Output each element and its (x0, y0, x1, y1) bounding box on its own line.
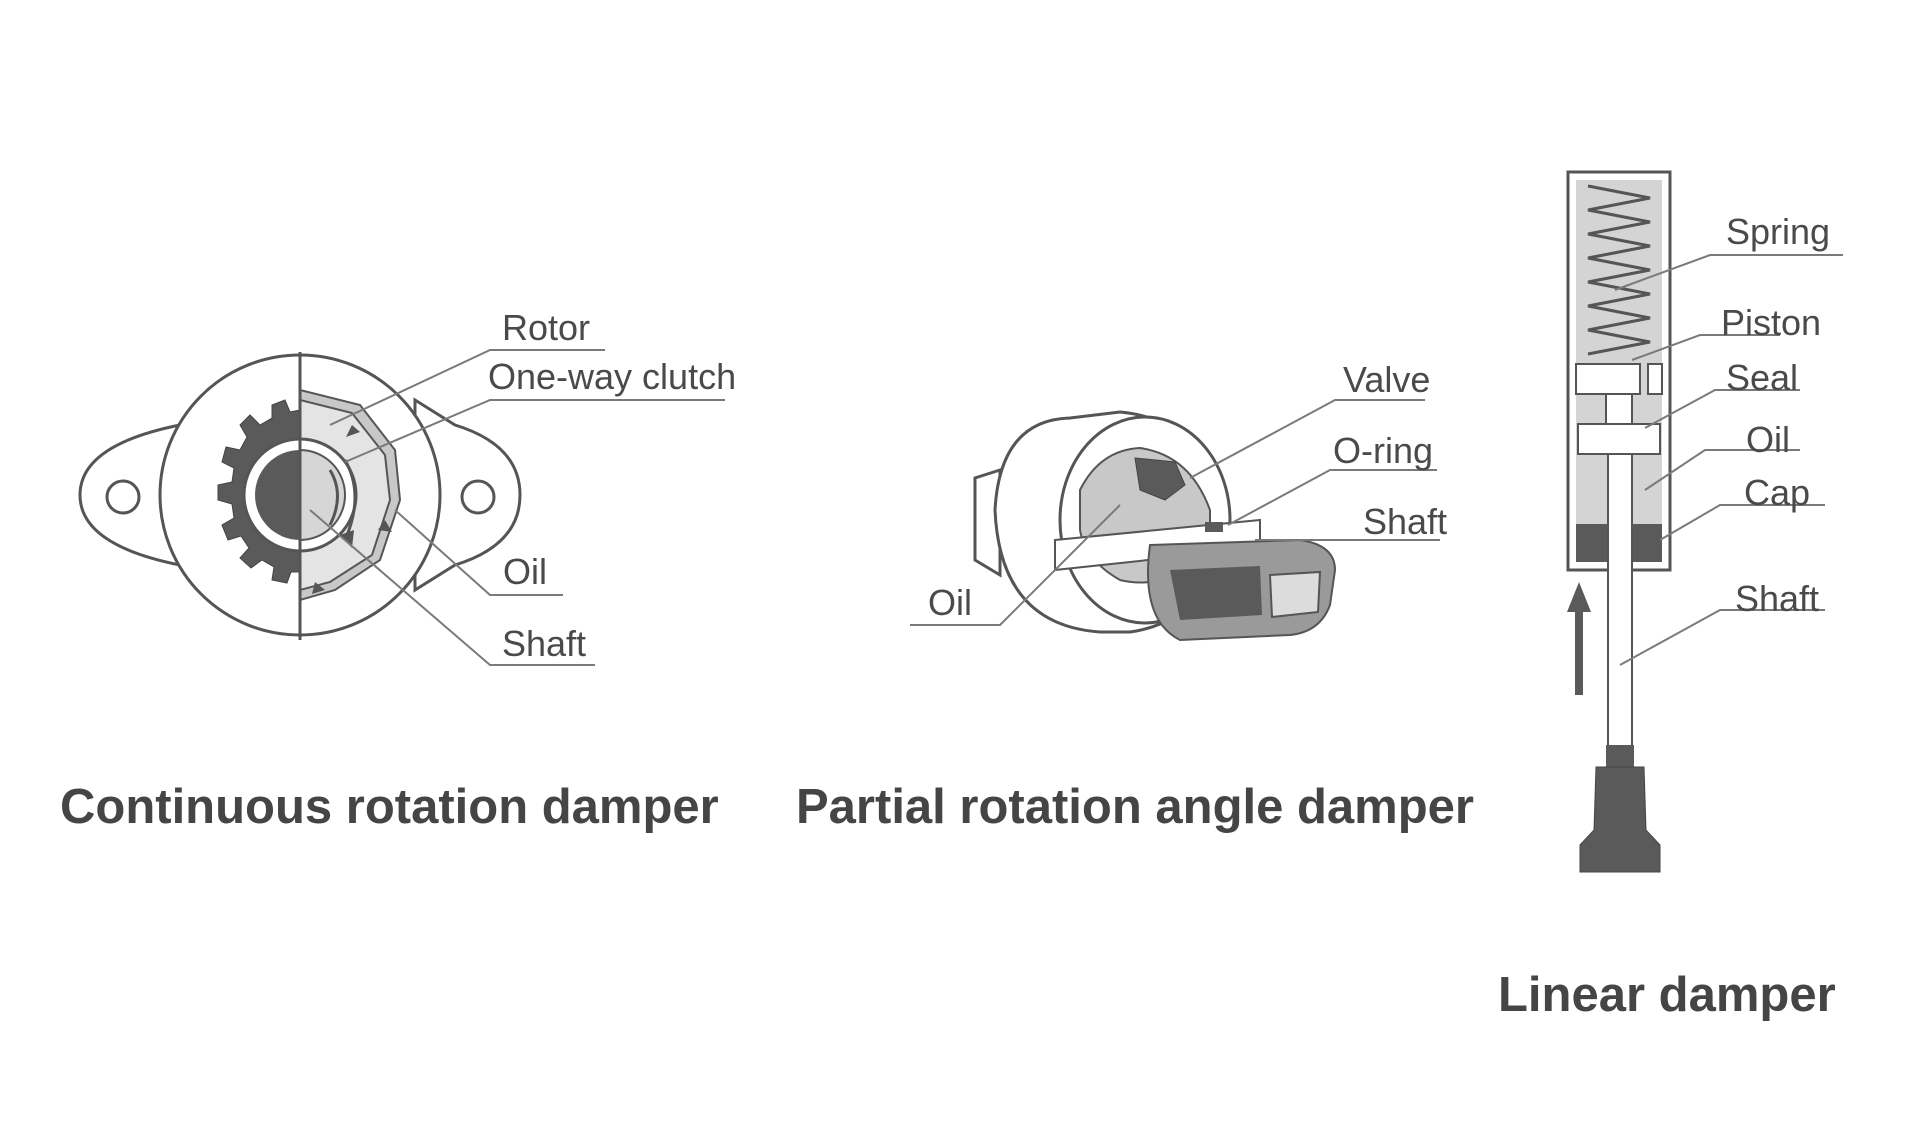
label-oil: Oil (503, 551, 547, 592)
shaft-dark-band (1170, 566, 1262, 620)
label-cap: Cap (1744, 472, 1810, 513)
label-rotor: Rotor (502, 307, 590, 348)
hub-dark (255, 450, 300, 540)
label-seal: Seal (1726, 357, 1798, 398)
shaft-foot (1579, 766, 1661, 873)
spring-coils (1587, 184, 1651, 356)
label-piston: Piston (1721, 302, 1821, 343)
push-arrow-icon (1567, 582, 1591, 695)
piston (1575, 363, 1641, 395)
label-oil-linear: Oil (1746, 419, 1790, 460)
label-shaft-linear: Shaft (1735, 578, 1819, 619)
label-oil-partial: Oil (928, 582, 972, 623)
label-shaft: Shaft (502, 623, 586, 664)
mount-hole-left (105, 479, 141, 515)
caption-partial-rotation-angle-damper: Partial rotation angle damper (796, 780, 1474, 834)
linear-damper: Spring Piston Seal Oil Cap Shaft Linear … (1498, 170, 1843, 1022)
continuous-rotation-damper: Rotor One-way clutch Oil Shaft Continuou… (60, 307, 736, 834)
mount-hole-right (460, 479, 496, 515)
rotation-arrow-icon-2 (343, 459, 357, 541)
caption-linear-damper: Linear damper (1498, 968, 1836, 1022)
label-valve: Valve (1343, 359, 1430, 400)
label-o-ring: O-ring (1333, 430, 1433, 471)
partial-rotation-damper: Valve O-ring Shaft Oil Partial rotation … (796, 359, 1474, 834)
linear-shaft (1607, 453, 1633, 751)
shaft-slot (1268, 570, 1322, 619)
label-shaft-partial: Shaft (1363, 501, 1447, 542)
caption-continuous-rotation-damper: Continuous rotation damper (60, 780, 719, 834)
o-ring (1205, 522, 1223, 532)
label-one-way-clutch: One-way clutch (488, 356, 736, 397)
valve (1134, 457, 1186, 501)
rotation-arrow-icon (328, 469, 339, 526)
seal (1577, 423, 1661, 455)
label-spring: Spring (1726, 211, 1830, 252)
